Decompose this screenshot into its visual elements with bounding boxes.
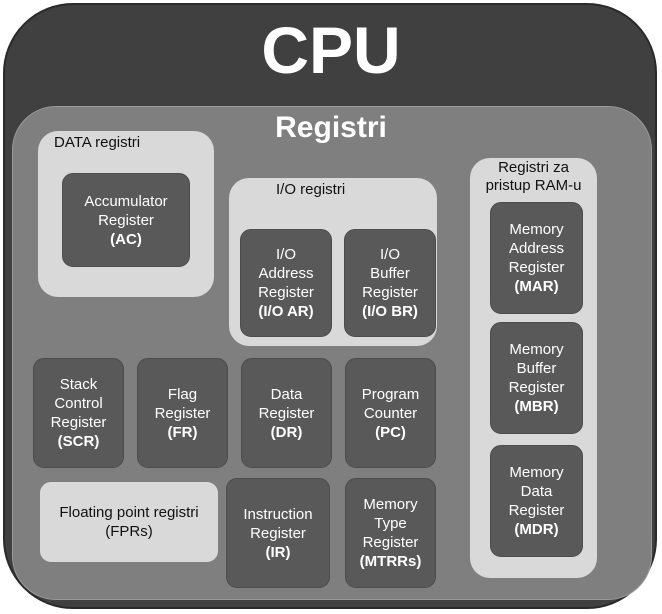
mbr-line-1: Memory bbox=[509, 341, 564, 358]
pc-line-1: Program bbox=[361, 385, 420, 403]
flag-register: Flag Register (FR) bbox=[137, 358, 228, 468]
fr-line-2: Register bbox=[154, 404, 211, 422]
iobr-line-2: Buffer bbox=[370, 265, 410, 282]
io-registri-label: I/O registri bbox=[276, 181, 346, 198]
fr-line-1: Flag bbox=[167, 385, 198, 403]
mar-abbr: (MAR) bbox=[514, 278, 559, 295]
mbr-line-2: Buffer bbox=[516, 360, 557, 377]
mtrr-line-2: Type bbox=[374, 515, 407, 532]
memory-buffer-register: Memory Buffer Register (MBR) bbox=[490, 322, 583, 434]
iobr-line-3: Register bbox=[362, 284, 418, 301]
mtrr-line-3: Register bbox=[362, 534, 419, 551]
scr-line-1: Stack bbox=[59, 376, 98, 393]
accumulator-register: Accumulator Register (AC) bbox=[62, 173, 190, 267]
mar-line-1: Memory bbox=[509, 221, 564, 238]
ac-line-1: Accumulator bbox=[84, 192, 168, 210]
ioar-line-3: Register bbox=[258, 284, 314, 301]
floating-point-registri: Floating point registri (FPRs) bbox=[40, 482, 218, 562]
fr-abbr: (FR) bbox=[167, 423, 198, 441]
mtrr-abbr: (MTRRs) bbox=[359, 553, 422, 570]
mdr-abbr: (MDR) bbox=[514, 521, 559, 538]
registri-title: Registri bbox=[275, 111, 387, 144]
ac-abbr: (AC) bbox=[110, 230, 142, 248]
data-registri-label: DATA registri bbox=[54, 134, 141, 151]
mar-line-3: Register bbox=[508, 259, 565, 276]
iobr-line-1: I/O bbox=[379, 246, 400, 263]
mar-line-2: Address bbox=[508, 240, 565, 257]
io-buffer-register: I/O Buffer Register (I/O BR) bbox=[344, 229, 436, 337]
scr-line-3: Register bbox=[50, 414, 107, 431]
ioar-line-1: I/O bbox=[275, 246, 296, 263]
ir-abbr: (IR) bbox=[265, 543, 291, 561]
dr-line-2: Register bbox=[258, 404, 315, 422]
mdr-line-1: Memory bbox=[509, 464, 564, 481]
dr-line-1: Data bbox=[270, 385, 303, 403]
memory-type-register: Memory Type Register (MTRRs) bbox=[345, 478, 436, 588]
scr-abbr: (SCR) bbox=[57, 433, 100, 450]
mbr-line-3: Register bbox=[508, 379, 565, 396]
ram-registri-label: Registri za pristup RAM-u bbox=[470, 159, 597, 195]
iobr-abbr: (I/O BR) bbox=[362, 303, 418, 320]
mdr-line-2: Data bbox=[520, 483, 553, 500]
cpu-title: CPU bbox=[261, 13, 401, 87]
ram-label-line-2: pristup RAM-u bbox=[485, 177, 582, 194]
dr-abbr: (DR) bbox=[270, 423, 303, 441]
memory-data-register: Memory Data Register (MDR) bbox=[490, 445, 583, 557]
data-register: Data Register (DR) bbox=[241, 358, 332, 468]
memory-address-register: Memory Address Register (MAR) bbox=[490, 202, 583, 314]
ioar-line-2: Address bbox=[258, 265, 314, 282]
mbr-abbr: (MBR) bbox=[514, 398, 559, 415]
fpr-line-1: Floating point registri bbox=[59, 504, 199, 521]
scr-line-2: Control bbox=[54, 395, 103, 412]
io-address-register: I/O Address Register (I/O AR) bbox=[240, 229, 332, 337]
mdr-line-3: Register bbox=[508, 502, 565, 519]
pc-abbr: (PC) bbox=[375, 423, 406, 441]
mtrr-line-1: Memory bbox=[363, 496, 418, 513]
ioar-abbr: (I/O AR) bbox=[258, 303, 314, 320]
ac-line-2: Register bbox=[98, 211, 154, 229]
pc-line-2: Counter bbox=[363, 404, 418, 422]
program-counter: Program Counter (PC) bbox=[345, 358, 436, 468]
ram-label-line-1: Registri za bbox=[498, 159, 569, 176]
fpr-abbr: (FPRs) bbox=[105, 523, 153, 540]
ir-line-2: Register bbox=[250, 524, 306, 542]
stack-control-register: Stack Control Register (SCR) bbox=[33, 358, 124, 468]
instruction-register: Instruction Register (IR) bbox=[226, 478, 330, 588]
ir-line-1: Instruction bbox=[243, 505, 313, 523]
